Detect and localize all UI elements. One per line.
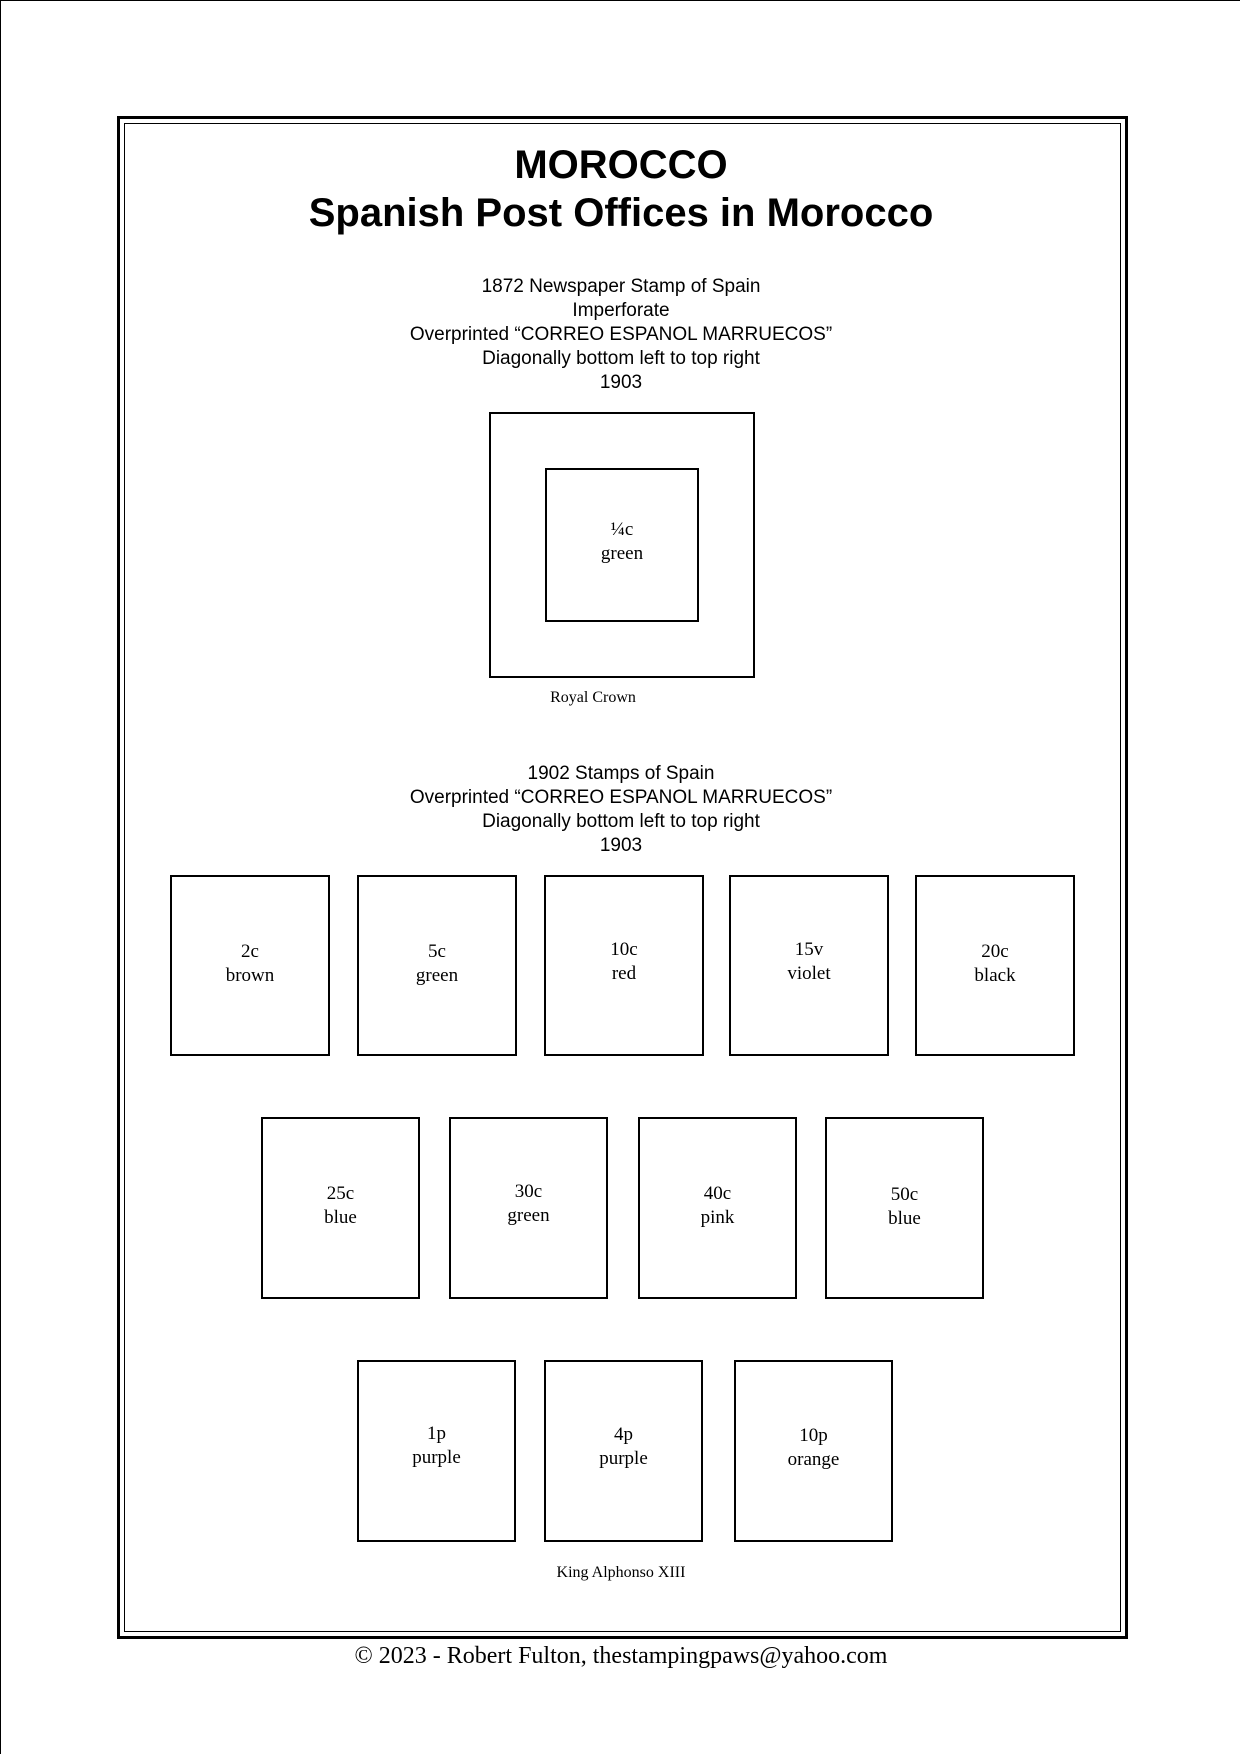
stamp-mount[interactable]: 30c green xyxy=(449,1117,608,1299)
stamp-color: purple xyxy=(412,1447,461,1468)
section2-header-line: 1902 Stamps of Spain xyxy=(527,763,715,784)
stamp-color: green xyxy=(415,965,459,986)
stamp-value: 5c xyxy=(428,941,446,962)
stamp-color: red xyxy=(611,963,637,984)
stamp-mount[interactable]: 1p purple xyxy=(357,1360,516,1542)
section1-header-line: Diagonally bottom left to top right xyxy=(482,348,760,369)
section1-header-line: 1872 Newspaper Stamp of Spain xyxy=(481,276,761,297)
section1-header-line: Overprinted “CORREO ESPANOL MARRUECOS” xyxy=(409,324,833,345)
stamp-color: orange xyxy=(787,1449,840,1470)
stamp-color: blue xyxy=(324,1207,357,1228)
stamp-value: 30c xyxy=(514,1181,543,1202)
section1-caption: Royal Crown xyxy=(550,689,636,706)
stamp-mount[interactable]: 40c pink xyxy=(638,1117,797,1299)
stamp-color: green xyxy=(600,543,644,564)
stamp-mount[interactable]: 50c blue xyxy=(825,1117,984,1299)
stamp-mount[interactable]: 20c black xyxy=(915,875,1075,1056)
stamp-mount[interactable]: 25c blue xyxy=(261,1117,420,1299)
stamp-value: 10p xyxy=(799,1425,828,1446)
page-subtitle: Spanish Post Offices in Morocco xyxy=(308,191,934,235)
stamp-color: black xyxy=(974,965,1016,986)
page-border-outer xyxy=(117,116,1128,1639)
copyright-footer: © 2023 - Robert Fulton, thestampingpaws@… xyxy=(354,1643,888,1669)
stamp-mount[interactable]: 10p orange xyxy=(734,1360,893,1542)
section2-header-line: Diagonally bottom left to top right xyxy=(482,811,760,832)
stamp-value: 50c xyxy=(890,1184,919,1205)
stamp-color: pink xyxy=(700,1207,735,1228)
stamp-value: 40c xyxy=(703,1183,732,1204)
stamp-value: 25c xyxy=(326,1183,355,1204)
stamp-color: green xyxy=(507,1205,550,1226)
stamp-mount[interactable]: 4p purple xyxy=(544,1360,703,1542)
stamp-value: 10c xyxy=(610,939,638,960)
stamp-mount[interactable]: ¼c green xyxy=(545,468,699,622)
section2-header-line: Overprinted “CORREO ESPANOL MARRUECOS” xyxy=(409,787,833,808)
stamp-mount[interactable]: 10c red xyxy=(544,875,704,1056)
stamp-mount[interactable]: 15v violet xyxy=(729,875,889,1056)
stamp-value: 4p xyxy=(614,1424,633,1445)
section2-caption: King Alphonso XIII xyxy=(556,1564,686,1581)
page-title: MOROCCO xyxy=(514,143,728,187)
page-border-inner xyxy=(124,123,1121,1632)
stamp-color: violet xyxy=(787,963,831,984)
stamp-color: brown xyxy=(225,965,275,986)
section1-header-line: Imperforate xyxy=(572,300,670,321)
stamp-mount[interactable]: 5c green xyxy=(357,875,517,1056)
stamp-value: 1p xyxy=(427,1423,446,1444)
section2-header-line: 1903 xyxy=(599,835,643,856)
stamp-value: 15v xyxy=(794,939,824,960)
stamp-value: ¼c xyxy=(610,519,634,540)
stamp-value: 20c xyxy=(981,941,1009,962)
section1-header-line: 1903 xyxy=(599,372,643,393)
stamp-color: purple xyxy=(599,1448,648,1469)
stamp-value: 2c xyxy=(241,941,259,962)
stamp-mount-outer[interactable] xyxy=(489,412,755,678)
stamp-color: blue xyxy=(888,1208,921,1229)
stamp-mount[interactable]: 2c brown xyxy=(170,875,330,1056)
